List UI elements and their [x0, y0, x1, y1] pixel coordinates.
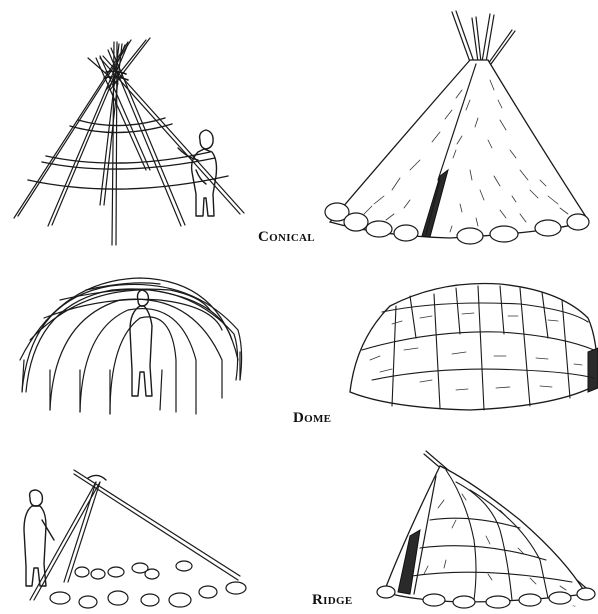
conical-label: Conical	[258, 229, 315, 246]
ridge-covered-drawing	[377, 451, 595, 608]
figure-dome	[130, 290, 152, 396]
ridge-label: Ridge	[312, 592, 352, 609]
conical-covered-drawing	[325, 11, 589, 244]
ridge-frame-drawing	[24, 470, 246, 608]
figure-conical	[178, 130, 217, 216]
dome-frame-drawing	[20, 278, 242, 414]
conical-frame-drawing	[14, 38, 244, 245]
dome-label: Dome	[293, 410, 331, 427]
artist-signature: ~	[572, 604, 576, 610]
dome-covered-drawing	[350, 283, 598, 410]
ridge-stones	[50, 561, 246, 608]
